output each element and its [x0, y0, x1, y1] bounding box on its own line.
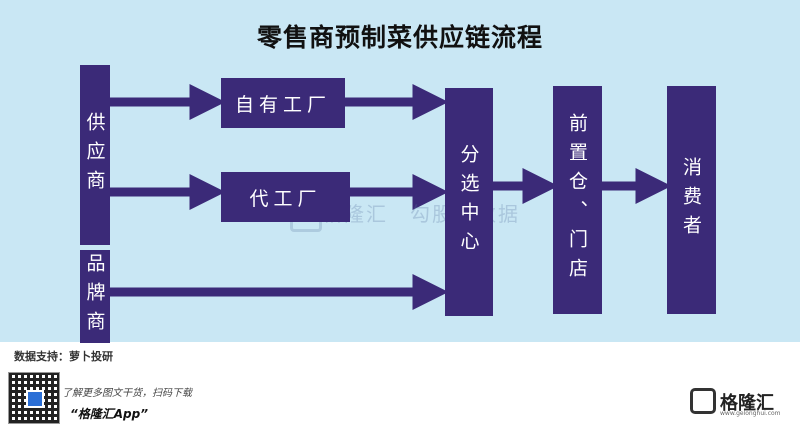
logo-text: 格隆汇 — [720, 393, 774, 414]
promo-line: 了解更多图文干货，扫码下载 — [62, 388, 192, 399]
node-consumer: 消费者 — [667, 86, 716, 314]
node-oem-factory: 代工厂 — [221, 172, 350, 222]
node-brand: 品牌商 — [80, 250, 110, 343]
node-sorting-center: 分选中心 — [445, 88, 493, 316]
diagram-title: 零售商预制菜供应链流程 — [256, 23, 543, 52]
flow-arrows — [110, 84, 672, 310]
logo-icon — [690, 388, 716, 414]
node-oem-factory-label: 代工厂 — [249, 187, 322, 210]
node-warehouse-store: 前置仓、门店 — [553, 86, 602, 314]
logo-subtext: www.gelonghui.com — [720, 410, 781, 417]
node-supplier-label: 供应商 — [83, 111, 106, 199]
node-own-factory: 自有工厂 — [221, 78, 345, 128]
node-own-factory-label: 自有工厂 — [234, 93, 331, 116]
node-consumer-label: 消费者 — [680, 156, 702, 244]
node-sorting-center-label: 分选中心 — [457, 144, 480, 260]
qr-center-icon — [26, 390, 44, 408]
node-supplier: 供应商 — [80, 65, 110, 245]
node-brand-label: 品牌商 — [83, 253, 106, 340]
data-source: 数据支持：萝卜投研 — [14, 350, 113, 363]
app-name: “格隆汇App” — [70, 407, 148, 421]
node-warehouse-store-label: 前置仓、门店 — [566, 113, 588, 287]
